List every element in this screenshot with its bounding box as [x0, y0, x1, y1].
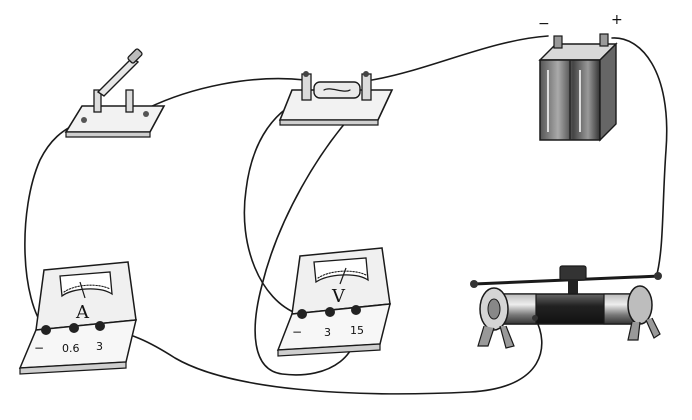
wire-rheostat-to-ammeter: [99, 317, 543, 395]
battery: − +: [538, 12, 623, 142]
voltmeter-terminal-15: [351, 305, 361, 315]
wire-voltmeter-pos-to-bulb: [254, 103, 363, 376]
voltmeter-dial: [313, 257, 369, 284]
wire-voltmeter-neg-to-bulb: [243, 95, 311, 315]
ammeter-terminal-06: [69, 323, 79, 333]
bulb-holder: [278, 71, 394, 126]
switch-base: [64, 105, 166, 133]
knife-switch: [64, 48, 166, 138]
wires: [24, 35, 668, 395]
voltmeter-terminal-neg: [297, 309, 307, 319]
ammeter-label-neg: −: [34, 341, 44, 355]
wire-battery-to-rheostat: [611, 37, 668, 279]
voltmeter: V − 3 15: [276, 247, 391, 357]
battery-positive-label: +: [611, 12, 623, 28]
ammeter-terminal-neg: [41, 325, 51, 335]
voltmeter-label-neg: −: [292, 325, 302, 339]
rheostat: [470, 265, 662, 349]
ammeter-symbol: A: [75, 302, 90, 323]
ammeter-label-06: 0.6: [62, 342, 80, 355]
wire-ammeter-to-switch: [24, 121, 81, 331]
ammeter: A − 0.6 3: [18, 261, 137, 375]
wire-bulb-to-battery: [371, 35, 549, 81]
battery-negative-label: −: [538, 16, 550, 32]
voltmeter-terminal-3: [325, 307, 335, 317]
voltmeter-label-15: 15: [350, 324, 364, 337]
ammeter-label-3: 3: [96, 340, 103, 353]
ammeter-terminal-3: [95, 321, 105, 331]
voltmeter-symbol: V: [331, 286, 346, 307]
voltmeter-label-3: 3: [324, 326, 331, 339]
ammeter-dial: [59, 271, 113, 298]
rheostat-slider: [559, 265, 587, 281]
wire-switch-to-bulb: [147, 77, 306, 109]
switch-blade: [96, 57, 140, 97]
